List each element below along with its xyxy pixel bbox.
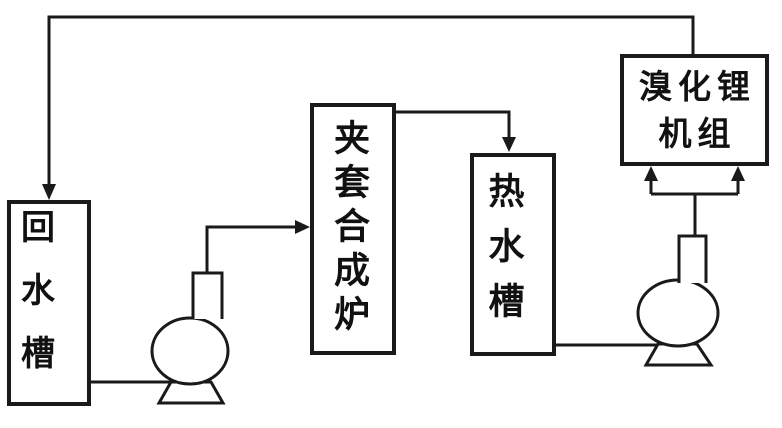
arrowhead-into-unit-left: [644, 166, 658, 181]
line-unit-to-return-tank: [47, 15, 695, 190]
node-lithium-bromide-unit-label-line1: 溴化锂: [639, 67, 756, 106]
node-hot-water-tank: 热水槽: [470, 153, 556, 356]
node-jacketed-synthesis-furnace: 夹套合成炉: [310, 103, 396, 355]
node-return-water-tank: 回水槽: [7, 200, 91, 406]
pump-1-body: [150, 316, 230, 386]
arrowhead-into-furnace: [295, 220, 310, 234]
pump-1-neck: [191, 271, 224, 319]
node-lithium-bromide-unit-label-line2: 机组: [658, 114, 737, 153]
pump-2: [636, 234, 720, 367]
line-pump1-to-furnace: [205, 225, 297, 273]
node-hot-water-tank-label: 热水槽: [482, 172, 525, 337]
node-jacketed-synthesis-furnace-label: 夹套合成炉: [328, 119, 370, 339]
arrowhead-into-unit-right: [731, 166, 745, 181]
arrowhead-into-hot-tank: [502, 137, 516, 152]
line-pump2-to-unit: [649, 179, 740, 238]
pump-2-body: [636, 278, 720, 348]
line-furnace-to-hot-tank: [396, 110, 511, 139]
arrowhead-into-return-tank: [42, 184, 56, 200]
node-return-water-tank-label: 回水槽: [14, 208, 55, 398]
pump-2-neck: [677, 234, 708, 283]
pump-1: [150, 271, 230, 405]
node-lithium-bromide-unit: 溴化锂 机组: [620, 54, 769, 166]
